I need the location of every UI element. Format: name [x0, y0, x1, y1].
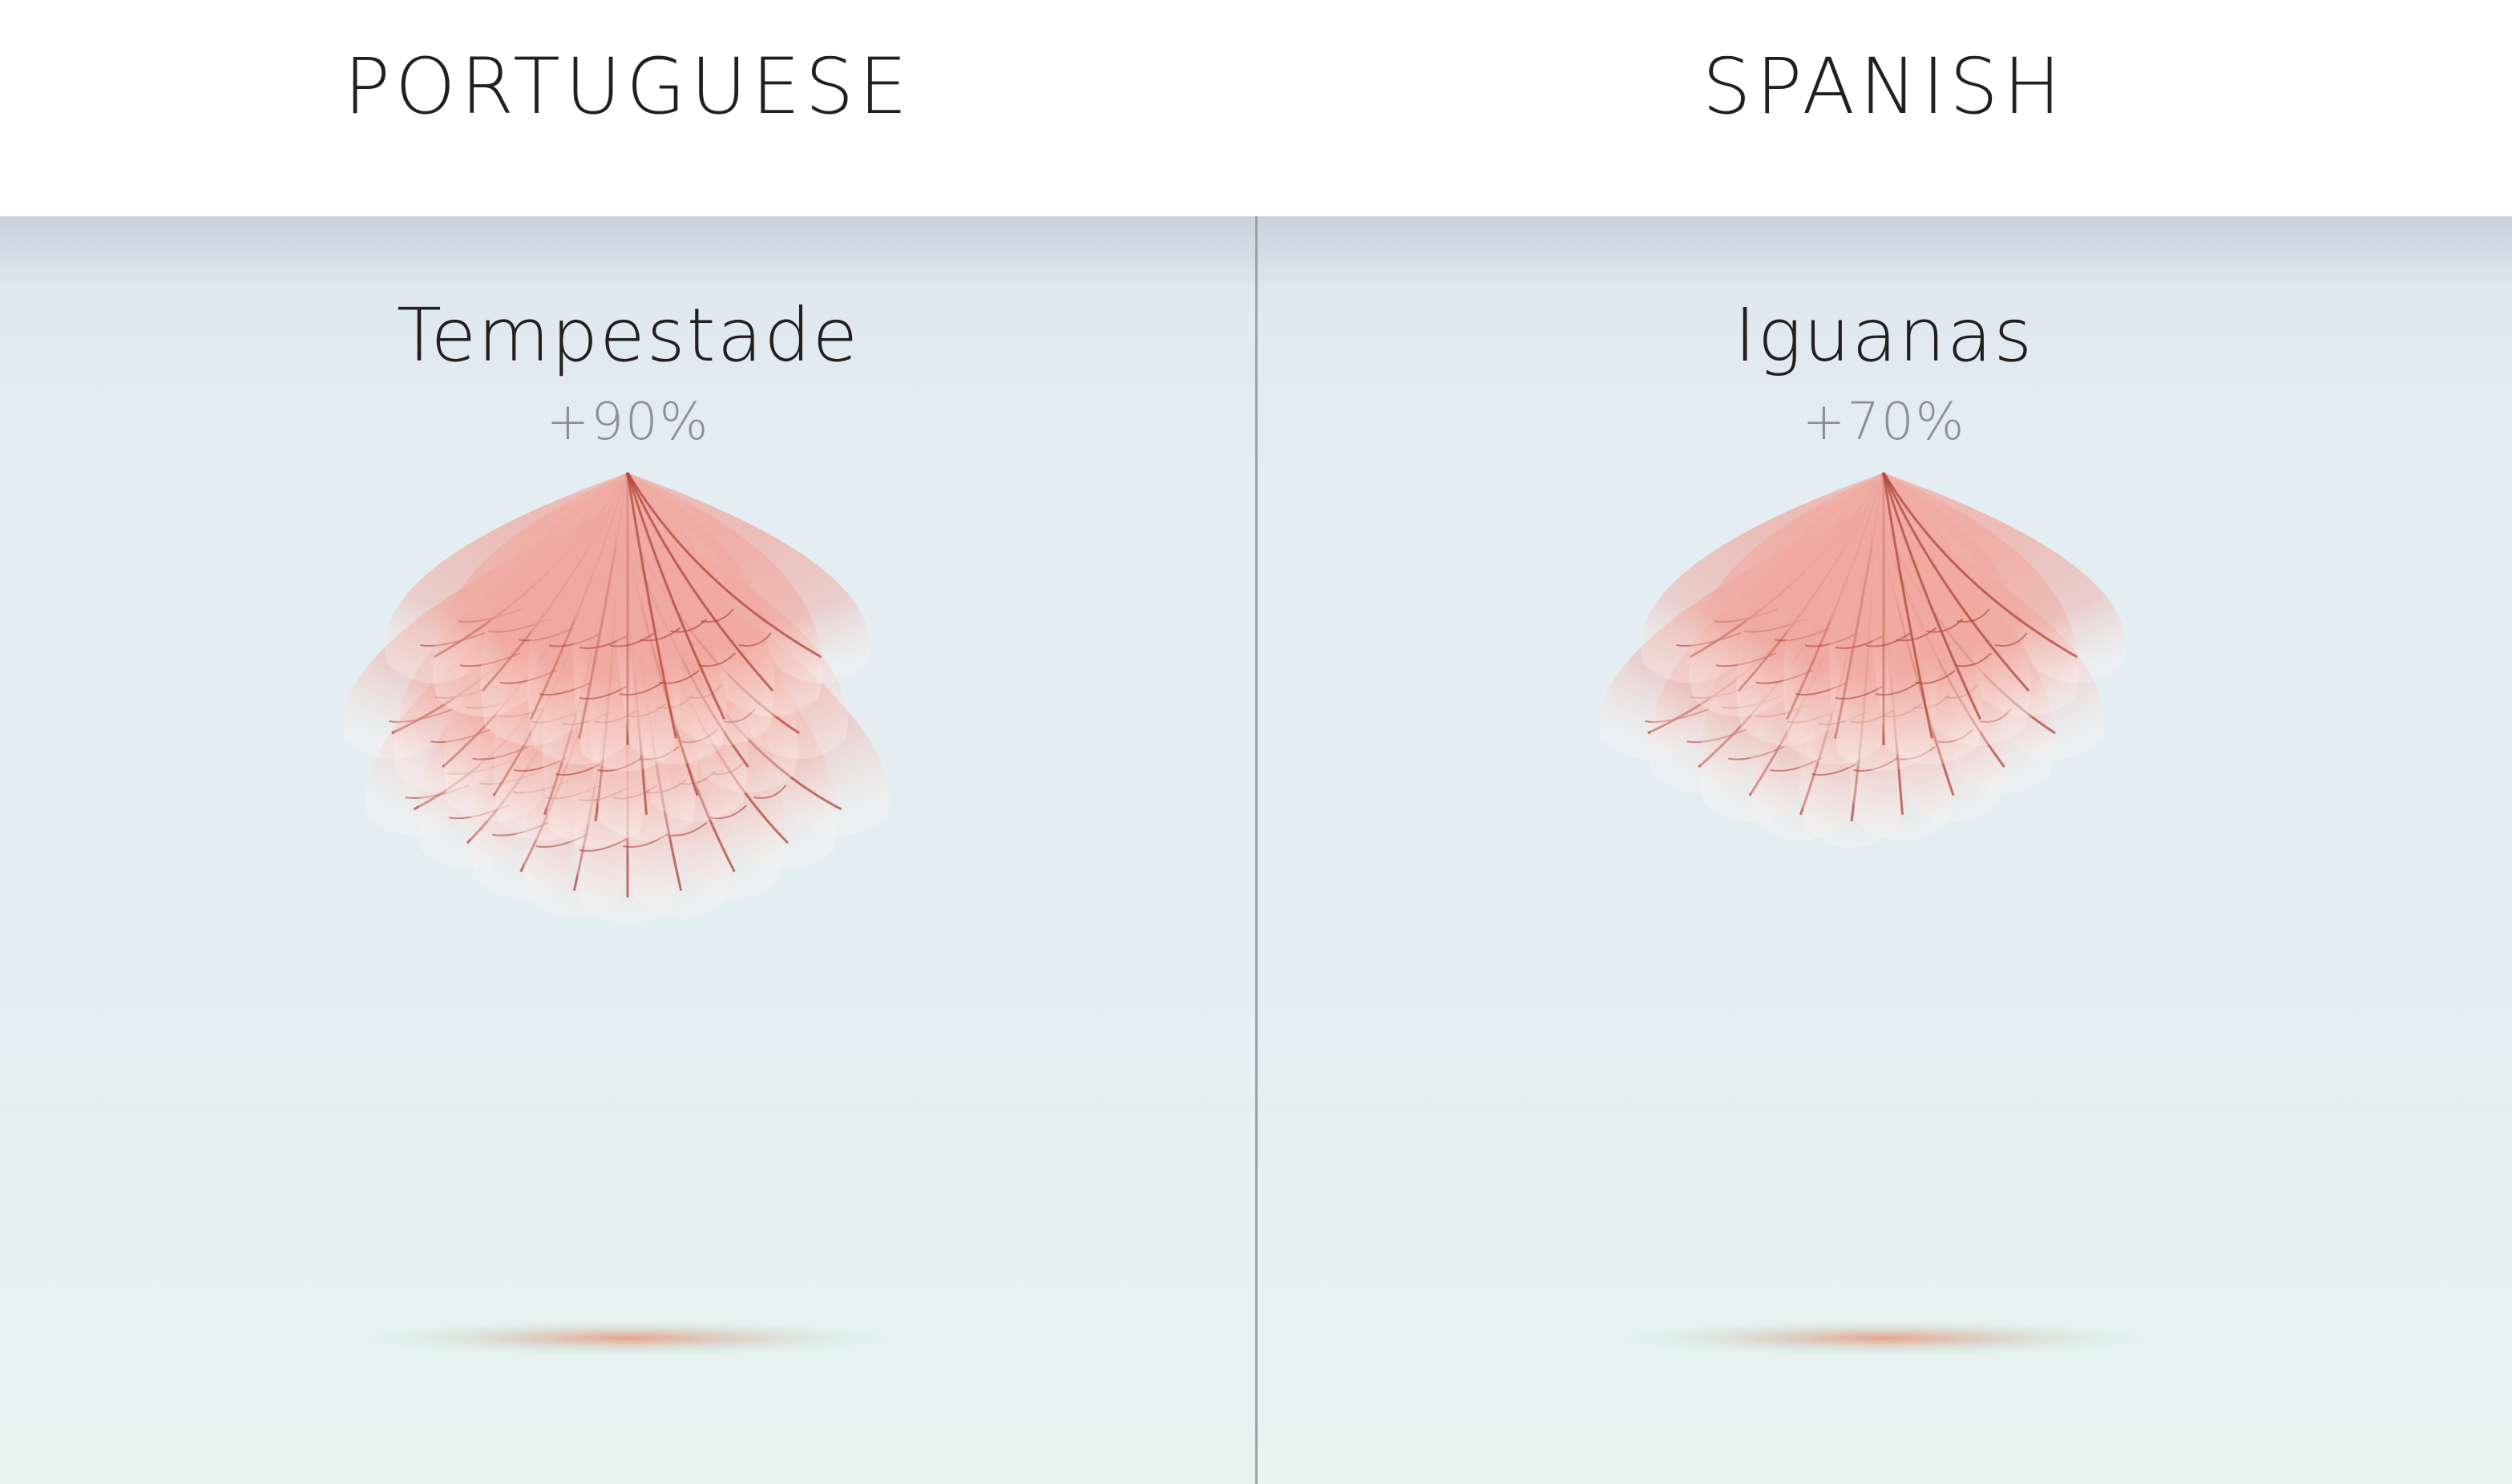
vein: [626, 472, 677, 739]
vein-branch: [619, 681, 664, 696]
vein-branch: [698, 652, 736, 667]
vein-branch: [1875, 681, 1920, 696]
vein-branch: [659, 669, 700, 684]
panel-top-shade: [0, 216, 1256, 288]
panel-top-shade: [1256, 216, 2512, 288]
vein-branch: [701, 608, 734, 623]
vein-branch: [1865, 632, 1911, 647]
vein-branch: [1954, 652, 1992, 667]
vein-branch: [1957, 608, 1990, 623]
vein-branch: [738, 632, 772, 647]
vein-branch: [1896, 627, 1937, 642]
ground-shadow: [1619, 1321, 2148, 1356]
language-title-spanish: SPANISH: [1702, 42, 2066, 131]
petal: [1884, 473, 2126, 684]
fan-glyph-spanish: [1599, 472, 2148, 1356]
vein: [1882, 472, 2030, 692]
vein: [626, 472, 822, 659]
panel-spanish: Iguanas +70%: [1256, 216, 2512, 1484]
vein-branch: [640, 627, 681, 642]
fan-glyph-portuguese: [343, 472, 892, 1356]
vein: [1882, 472, 2078, 659]
vein: [626, 472, 726, 720]
vein-branch: [753, 784, 787, 799]
word-label: Iguanas: [1734, 292, 2034, 378]
header: PORTUGUESE SPANISH: [0, 0, 2512, 216]
vein: [626, 472, 774, 692]
vein-branch: [1994, 632, 2028, 647]
language-title-portuguese: PORTUGUESE: [344, 42, 912, 131]
panel-portuguese: Tempestade +90%: [0, 216, 1256, 1484]
vein: [1882, 472, 1933, 739]
petal: [628, 473, 870, 684]
vein: [1882, 472, 1982, 720]
panel-divider: [1255, 216, 1258, 1484]
percent-label: +70%: [1802, 393, 1966, 452]
ground-shadow: [363, 1321, 892, 1356]
percent-label: +90%: [546, 393, 710, 452]
vein-branch: [1915, 669, 1956, 684]
word-label: Tempestade: [396, 292, 860, 378]
vein-branch: [609, 632, 655, 647]
